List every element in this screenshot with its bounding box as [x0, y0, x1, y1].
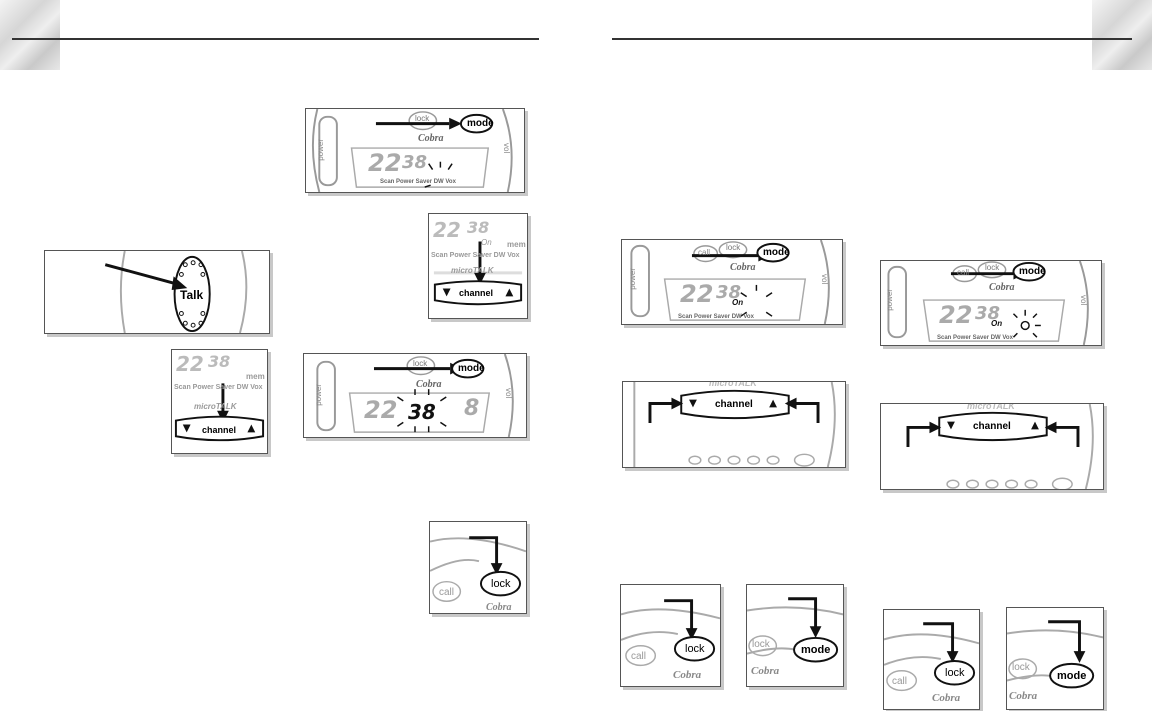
model-logo: microTALK [451, 266, 494, 275]
talk-button[interactable]: Talk [180, 288, 204, 302]
mode-button[interactable]: mode [801, 644, 831, 656]
power-label: power [885, 289, 894, 311]
on-label: On [991, 319, 1003, 328]
mem-label: mem [507, 240, 526, 249]
lock-label: lock [985, 263, 1000, 272]
model-logo: microTALK [194, 402, 237, 411]
mode-label[interactable]: mode [467, 118, 494, 129]
lcd-channel-partial: 22 [176, 352, 204, 376]
lock-label: lock [413, 359, 428, 368]
brand-logo: Cobra [730, 262, 756, 273]
corner-decoration-right [1092, 0, 1152, 70]
brand-logo: Cobra [932, 692, 961, 704]
call-label: call [957, 268, 970, 277]
brand-logo: Cobra [418, 133, 444, 144]
corner-decoration-left [0, 0, 60, 70]
figure-lock-small-2: lock call Cobra [883, 609, 980, 710]
brand-logo: Cobra [989, 282, 1015, 293]
call-label: call [892, 676, 908, 687]
mode-label[interactable]: mode [1019, 266, 1046, 277]
power-label: power [628, 268, 637, 290]
mem-label: mem [246, 372, 265, 381]
lcd-channel: 22 [364, 396, 398, 424]
brand-logo: Cobra [751, 665, 780, 677]
call-label: call [698, 248, 711, 257]
vol-label: vol [820, 274, 829, 285]
figure-channel-press-left: 22 38 mem Scan Power Saver DW Vox microT… [171, 349, 268, 454]
model-logo: microTALK [709, 381, 757, 388]
lcd-code: 38 [716, 282, 742, 303]
mode-label[interactable]: mode [763, 247, 790, 258]
mode-button[interactable]: mode [1057, 670, 1087, 682]
lock-button[interactable]: lock [945, 667, 965, 679]
figure-mode-small-1: mode lock Cobra [746, 584, 844, 687]
lcd-digit: 8 [464, 396, 480, 421]
header-rule-left [12, 38, 539, 40]
lcd-code: 38 [975, 303, 1001, 324]
brand-logo: Cobra [486, 602, 512, 613]
figure-channel-press-top: 22 38 mem On Scan Power Saver DW Vox mic… [428, 213, 528, 319]
brand-logo: Cobra [673, 669, 702, 681]
mode-label[interactable]: mode [458, 363, 485, 374]
figure-talk: Talk [44, 250, 270, 334]
lcd-code-flashing: 38 [408, 400, 436, 424]
figure-mode-vox: mode lock call Cobra power vol 22 38 On … [880, 260, 1102, 346]
lock-label: lock [415, 114, 430, 123]
channel-label[interactable]: channel [715, 399, 753, 410]
figure-mode-code: mode lock Cobra power vol 22 38 8 [303, 353, 527, 438]
lcd-code: 38 [402, 152, 428, 173]
channel-label[interactable]: channel [202, 425, 237, 435]
call-label: call [439, 587, 455, 598]
channel-label[interactable]: channel [459, 288, 494, 298]
lock-button[interactable]: lock [491, 578, 511, 590]
header-rule-right [612, 38, 1132, 40]
power-label: power [316, 139, 325, 161]
on-label: On [481, 238, 492, 247]
figure-mode-scan: mode lock call Cobra power vol 22 38 On … [621, 239, 843, 325]
lcd-indicators: Scan Power Saver DW Vox [380, 179, 456, 185]
channel-label[interactable]: channel [973, 421, 1011, 432]
lcd-indicators: Scan Power Saver DW Vox [937, 335, 1013, 341]
power-label: power [314, 384, 323, 406]
vol-label: vol [504, 388, 513, 399]
lcd-indicators-partial: Scan Power Saver DW Vox [174, 384, 263, 391]
figure-mode-small-2: mode lock Cobra [1006, 607, 1104, 710]
lcd-code-partial: 38 [208, 352, 231, 371]
vol-label: vol [1079, 295, 1088, 306]
vol-label: vol [502, 143, 511, 154]
lcd-channel-partial: 22 [433, 218, 461, 242]
call-label: call [631, 651, 647, 662]
lcd-indicators: Scan Power Saver DW Vox [678, 314, 754, 320]
on-label: On [732, 298, 744, 307]
lock-button[interactable]: lock [685, 643, 705, 655]
brand-logo: Cobra [416, 379, 442, 390]
figure-lock-small-1: lock call Cobra [620, 584, 721, 687]
lcd-code-partial: 38 [467, 218, 490, 237]
lcd-channel: 22 [368, 149, 402, 177]
brand-logo: Cobra [1009, 690, 1038, 702]
lcd-channel: 22 [939, 301, 973, 329]
figure-lock: lock call Cobra [429, 521, 527, 614]
lcd-channel: 22 [680, 280, 714, 308]
figure-channel-both-right: microTALK channel [880, 403, 1104, 490]
lock-label: lock [1012, 662, 1030, 673]
model-logo: microTALK [967, 403, 1015, 411]
lock-label: lock [752, 639, 770, 650]
figure-mode-dw: mode lock Cobra power vol 22 38 Scan Pow… [305, 108, 525, 193]
lcd-indicators-partial: Scan Power Saver DW Vox [431, 252, 520, 259]
figure-channel-both-left: microTALK channel [622, 381, 846, 468]
lock-label: lock [726, 243, 741, 252]
